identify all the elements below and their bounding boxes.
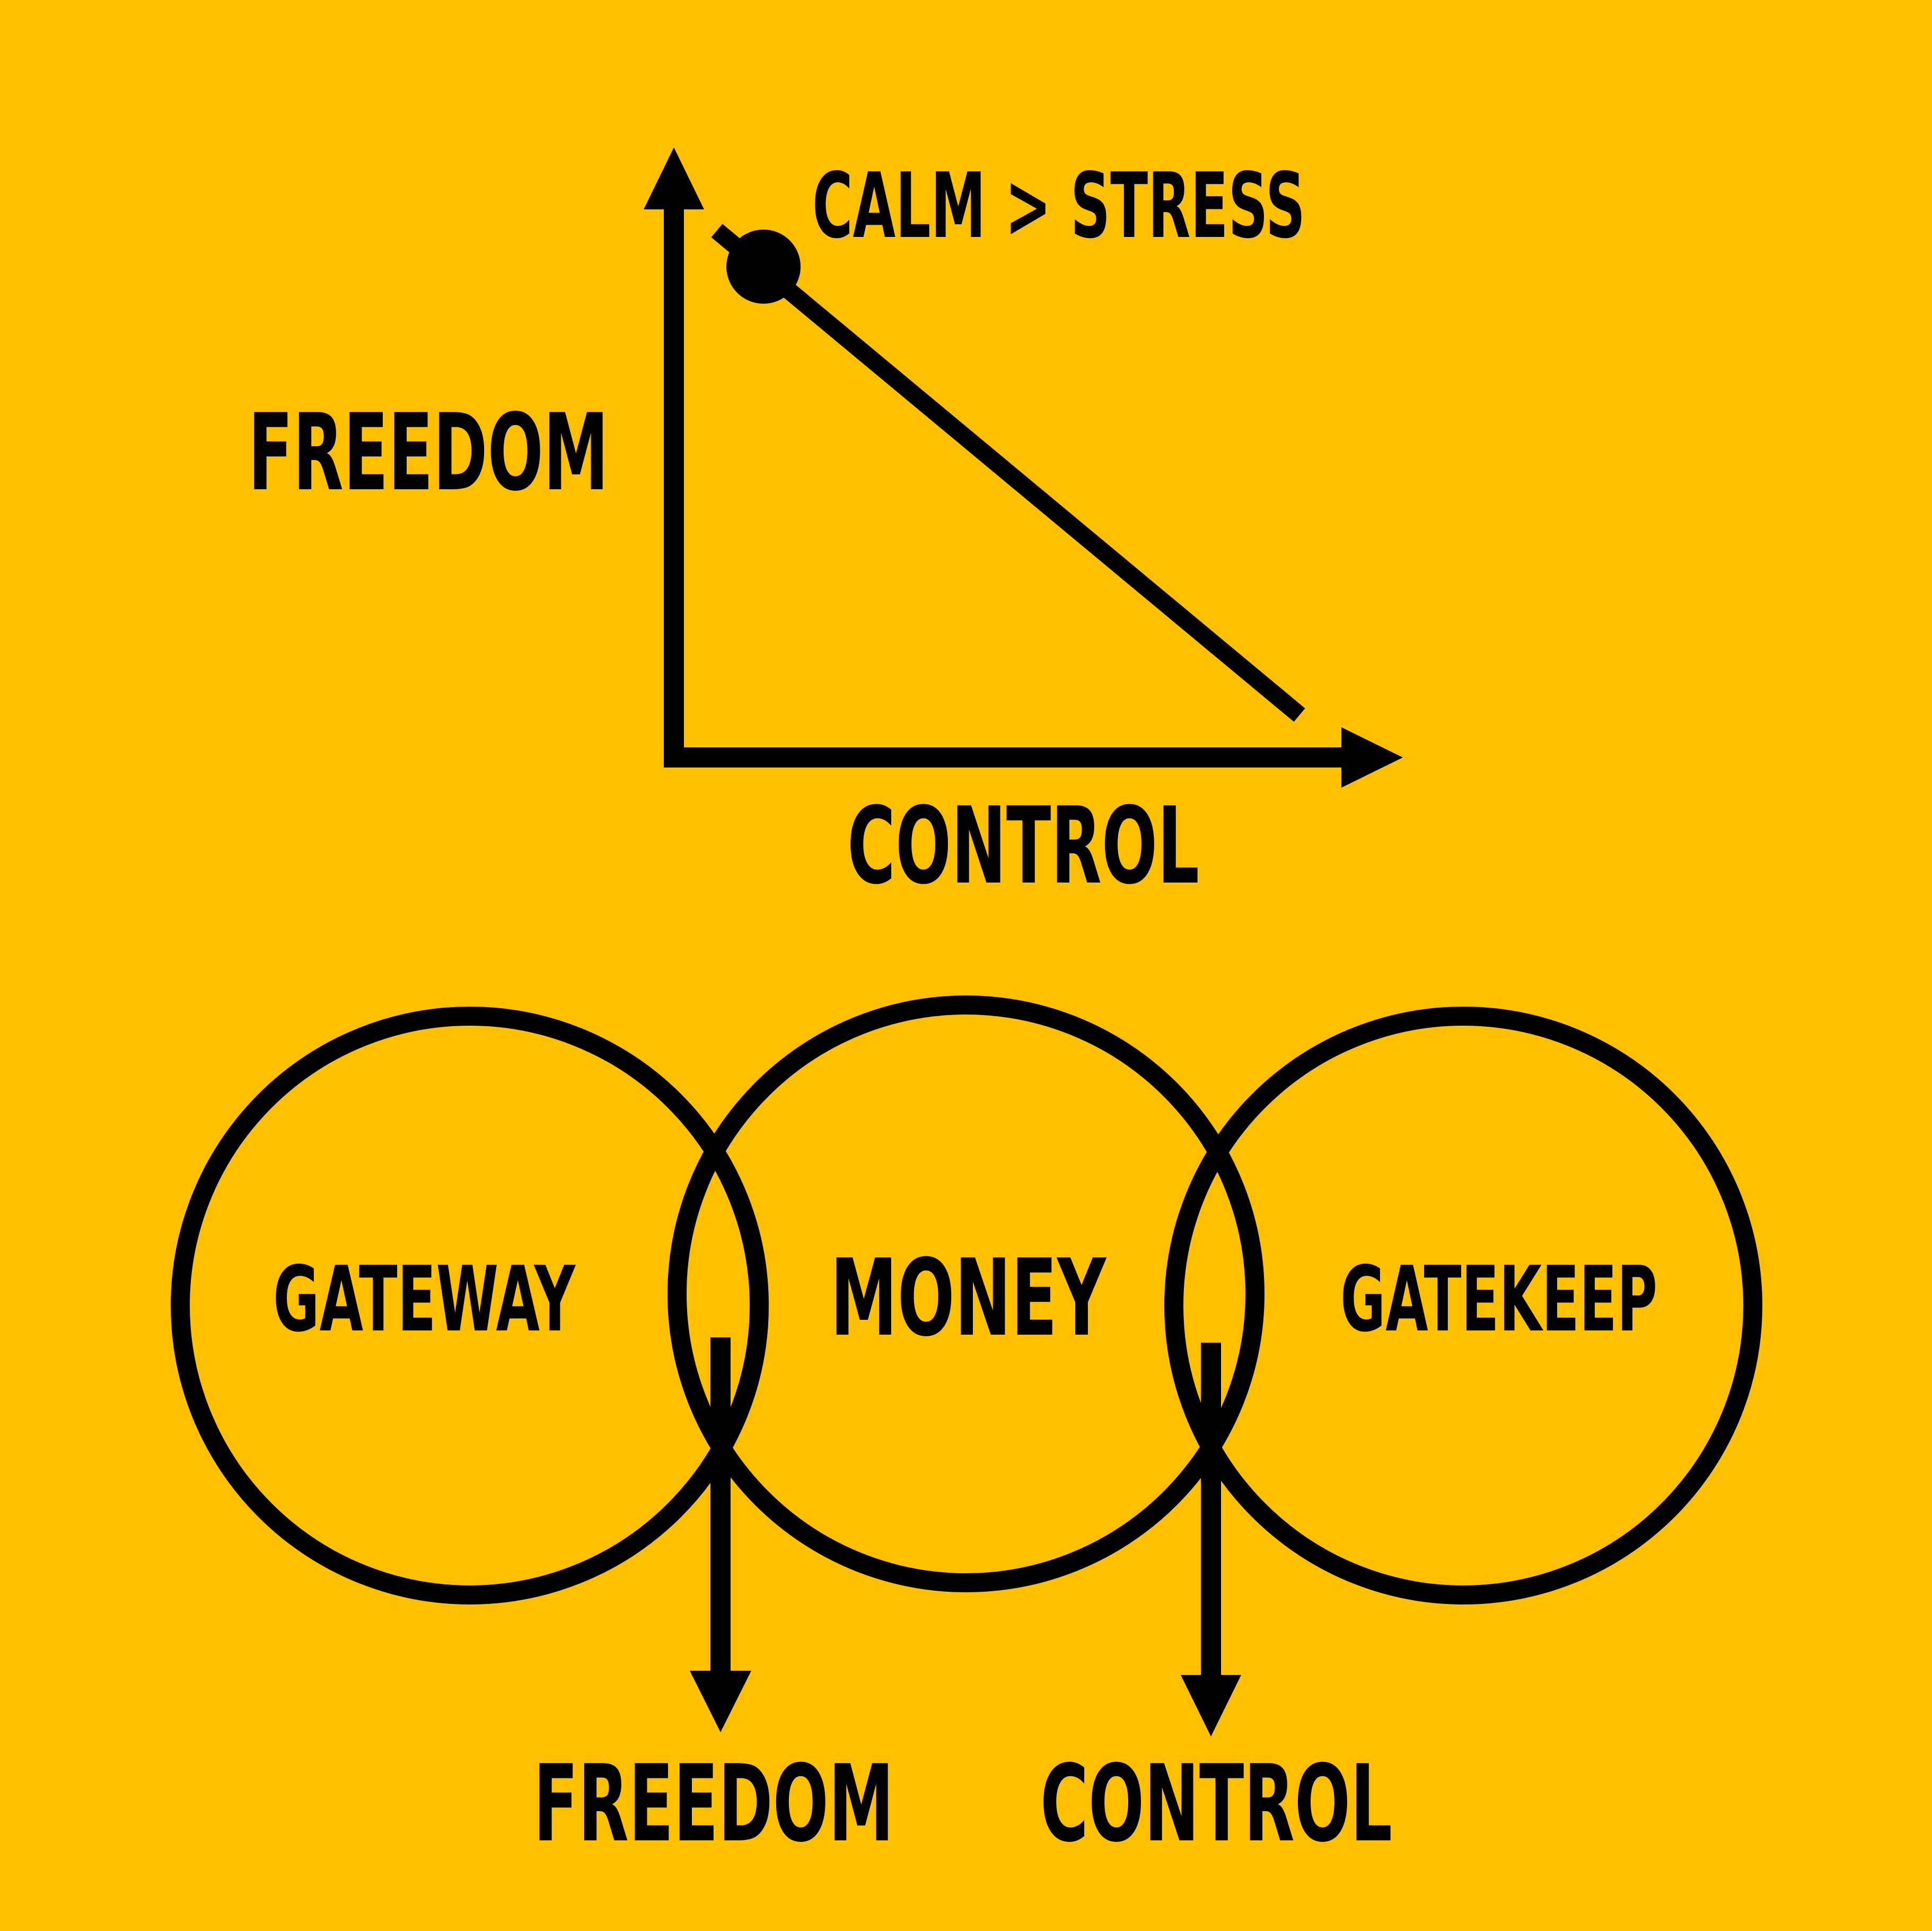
- y-axis-arrowhead: [644, 147, 704, 209]
- calm-stress-annotation: CALM > STRESS: [812, 154, 1305, 259]
- gatekeep-label: GATEKEEP: [1340, 1247, 1657, 1352]
- money-label: MONEY: [830, 1237, 1106, 1360]
- calm-point-marker: [726, 230, 801, 304]
- x-axis-label: CONTROL: [847, 784, 1199, 908]
- money-circles-diagram: GATEWAY MONEY GATEKEEP FREEDOM CONTROL: [171, 995, 1762, 1866]
- gatekeep-circle: [1164, 1007, 1762, 1604]
- money-circle: [668, 995, 1264, 1592]
- y-axis-label: FREEDOM: [248, 391, 609, 515]
- gateway-label: GATEWAY: [273, 1247, 576, 1352]
- freedom-control-axes: CALM > STRESS FREEDOM CONTROL: [248, 147, 1403, 908]
- control-arrowhead: [1181, 1675, 1241, 1736]
- x-axis-arrowhead: [1341, 727, 1403, 788]
- tradeoff-line: [711, 224, 1305, 722]
- freedom-arrowhead: [690, 1671, 751, 1732]
- freedom-output-label: FREEDOM: [533, 1742, 894, 1866]
- control-output-label: CONTROL: [1040, 1742, 1392, 1866]
- gateway-circle: [171, 1007, 769, 1604]
